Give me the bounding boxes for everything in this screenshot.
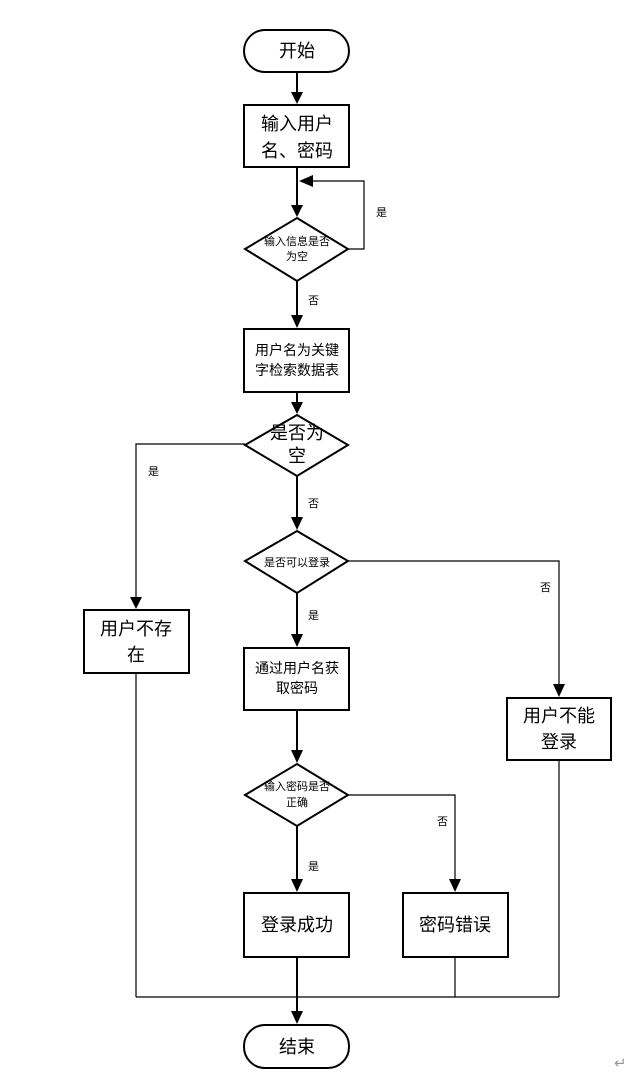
start-label: 开始 xyxy=(279,41,315,62)
arrow-head xyxy=(291,879,303,892)
edge-empty-yes xyxy=(135,443,245,598)
arrow-head xyxy=(130,597,142,609)
edge-loop-yes xyxy=(313,180,365,250)
check-input-empty-line1: 输入信息是否 xyxy=(264,234,330,248)
arrow-head xyxy=(291,315,303,328)
edge-labels: 是 否 是 否 否 是 否 是 xyxy=(148,206,551,873)
get-password-node: 通过用户名获 取密码 xyxy=(243,647,350,711)
user-cannot-login-line1: 用户不能 xyxy=(523,706,595,727)
password-error-node: 密码错误 xyxy=(402,892,509,958)
edge-pwd-no xyxy=(348,794,456,880)
arrow-head xyxy=(291,750,303,763)
arrow-head xyxy=(299,175,313,187)
arrow-head xyxy=(291,205,303,217)
check-password-decision: 输入密码是否 正确 xyxy=(243,762,350,828)
get-password-line2: 取密码 xyxy=(276,680,318,697)
login-success-label: 登录成功 xyxy=(261,915,333,936)
user-not-exist-line2: 在 xyxy=(127,645,145,666)
start-node: 开始 xyxy=(243,29,350,73)
check-can-login-label: 是否可以登录 xyxy=(264,555,330,569)
get-password-line1: 通过用户名获 xyxy=(255,660,339,677)
search-label-line1: 用户名为关键 xyxy=(255,342,339,359)
check-can-login-decision: 是否可以登录 xyxy=(243,529,350,595)
input-label-line1: 输入用户 xyxy=(261,114,333,135)
label-pwd-no: 否 xyxy=(437,815,448,828)
connectors xyxy=(130,72,565,1024)
password-error-label: 密码错误 xyxy=(419,915,491,936)
input-label-line2: 名、密码 xyxy=(261,141,333,162)
arrow-head xyxy=(553,684,565,697)
check-input-empty-decision: 输入信息是否 为空 xyxy=(243,216,350,283)
user-not-exist-line1: 用户不存 xyxy=(100,619,172,640)
check-result-empty-decision: 是否为 空 xyxy=(243,413,350,478)
arrow-head xyxy=(291,517,303,530)
label-pwd-yes: 是 xyxy=(308,860,319,873)
input-node: 输入用户 名、密码 xyxy=(243,104,350,168)
edge-canlogin-no xyxy=(348,560,560,685)
user-cannot-login-node: 用户不能 登录 xyxy=(506,697,612,761)
user-not-exist-node: 用户不存 在 xyxy=(83,609,190,674)
label-empty-no: 否 xyxy=(308,497,319,510)
label-canlogin-yes: 是 xyxy=(308,609,319,622)
user-cannot-login-line2: 登录 xyxy=(541,732,577,753)
check-input-empty-line2: 为空 xyxy=(286,249,308,263)
label-check-no: 否 xyxy=(308,294,319,307)
check-password-line2: 正确 xyxy=(286,796,308,809)
check-result-empty-line1: 是否为 xyxy=(270,423,324,444)
search-node: 用户名为关键 字检索数据表 xyxy=(243,328,350,393)
label-empty-yes: 是 xyxy=(148,465,159,478)
end-label: 结束 xyxy=(279,1037,315,1058)
arrow-head xyxy=(291,402,303,414)
arrow-head xyxy=(291,1011,303,1024)
check-result-empty-line2: 空 xyxy=(288,446,306,467)
end-node: 结束 xyxy=(243,1024,350,1069)
check-password-line1: 输入密码是否 xyxy=(264,779,330,793)
arrow-head xyxy=(291,92,303,104)
arrow-head xyxy=(449,879,461,892)
search-label-line2: 字检索数据表 xyxy=(255,362,339,379)
login-success-node: 登录成功 xyxy=(243,892,350,958)
label-loop-yes: 是 xyxy=(376,206,387,219)
label-canlogin-no: 否 xyxy=(540,581,551,594)
arrow-head xyxy=(291,634,303,647)
return-mark: ↵ xyxy=(614,1054,627,1072)
